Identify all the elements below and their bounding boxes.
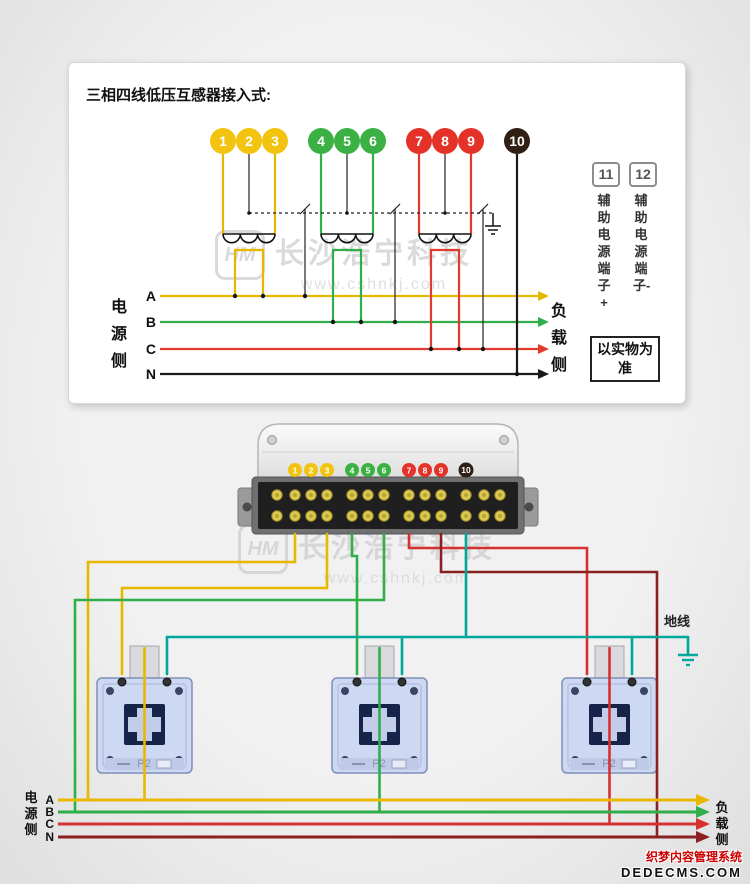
voltage-link-bus (248, 154, 492, 349)
svg-text:C: C (45, 817, 54, 831)
svg-text:3: 3 (325, 466, 330, 476)
terminal-6: 6 (360, 128, 386, 154)
source-side-label-bottom: 电源侧 (24, 790, 38, 837)
meter-device: 1 2 3 4 5 6 7 8 9 10 (237, 423, 539, 535)
watermark-top: HM 长沙浩宁科技 www.cshnkj.com (215, 230, 473, 294)
footer-watermark: 织梦内容管理系统 DEDECMS.COM (621, 848, 742, 880)
meter-tag-5: 5 (361, 463, 375, 477)
meter-tag-10: 10 (458, 462, 474, 478)
meter-tag-6: 6 (377, 463, 391, 477)
svg-text:1: 1 (293, 466, 298, 476)
phase-a-wires-bottom (86, 532, 329, 802)
ground-symbol-schematic (485, 213, 501, 235)
ground-label: 地线 (664, 614, 690, 629)
phase-arrows-schematic (538, 291, 549, 379)
source-side-label-top: 电源侧 (110, 299, 127, 370)
terminal-10: 10 (504, 128, 530, 154)
terminal-2: 2 (236, 128, 262, 154)
svg-text:A: A (45, 793, 54, 807)
neutral-wires-schematic (160, 154, 538, 376)
phase-c-wires-bottom (407, 532, 611, 826)
phase-b-wires-bottom (73, 532, 386, 814)
svg-text:9: 9 (439, 466, 444, 476)
phase-letters-schematic: A B C N (146, 288, 156, 382)
load-side-label-bottom: 负载侧 (715, 800, 729, 847)
svg-text:10: 10 (461, 465, 471, 475)
aux-terminal-11: 11 (592, 162, 620, 187)
meter-tag-1: 1 (288, 463, 302, 477)
ground-wires (165, 532, 690, 676)
aux-label-plus: 辅助电源端子+ (597, 193, 611, 310)
terminal-5: 5 (334, 128, 360, 154)
svg-text:A: A (146, 288, 156, 304)
meter-terminal-tags: 1 2 3 4 5 6 7 8 9 10 (288, 462, 474, 478)
svg-text:N: N (146, 366, 156, 382)
phase-c-wires-schematic (160, 154, 538, 351)
aux-terminal-12: 12 (629, 162, 657, 187)
schematic-terminals: 1 2 3 4 5 6 7 8 9 10 (210, 128, 530, 154)
svg-text:2: 2 (245, 133, 253, 149)
load-side-label-top: 负载侧 (550, 303, 567, 374)
brand-name: 长沙浩宁科技 (275, 238, 474, 270)
meter-tag-7: 7 (402, 463, 416, 477)
footer-cms-domain: DEDECMS.COM (621, 865, 742, 880)
bottom-phase-lines (58, 798, 696, 839)
phase-a-wires-schematic (160, 154, 538, 298)
meter-tag-8: 8 (418, 463, 432, 477)
terminal-7: 7 (406, 128, 432, 154)
terminal-1: 1 (210, 128, 236, 154)
svg-text:5: 5 (366, 466, 371, 476)
meter-tag-9: 9 (434, 463, 448, 477)
svg-text:C: C (146, 341, 156, 357)
bottom-phase-letters: A B C N (45, 793, 54, 844)
svg-text:5: 5 (343, 133, 351, 149)
watermark-text: 长沙浩宁科技 www.cshnkj.com (275, 230, 473, 294)
svg-text:6: 6 (382, 466, 387, 476)
svg-text:4: 4 (317, 133, 325, 149)
phase-b-wires-schematic (160, 154, 538, 324)
svg-text:6: 6 (369, 133, 377, 149)
brand-url: www.cshnkj.com (300, 276, 448, 293)
svg-text:10: 10 (509, 133, 525, 149)
terminal-3: 3 (262, 128, 288, 154)
actual-product-note: 以实物为准 (590, 336, 660, 382)
svg-text:9: 9 (467, 133, 475, 149)
svg-text:8: 8 (423, 466, 428, 476)
svg-text:7: 7 (415, 133, 423, 149)
ground-symbol-bottom (678, 653, 698, 667)
terminal-8: 8 (432, 128, 458, 154)
svg-text:7: 7 (407, 466, 412, 476)
svg-text:2: 2 (309, 466, 314, 476)
svg-text:N: N (45, 830, 54, 844)
svg-text:B: B (45, 805, 54, 819)
terminal-4: 4 (308, 128, 334, 154)
footer-cms-name: 织梦内容管理系统 (645, 850, 742, 864)
meter-tag-4: 4 (345, 463, 359, 477)
bottom-phase-arrows (696, 794, 710, 843)
svg-text:4: 4 (350, 466, 355, 476)
junction-dots (232, 211, 520, 377)
brand-url: www.cshnkj.com (323, 570, 471, 587)
meter-tag-2: 2 (304, 463, 318, 477)
svg-text:3: 3 (271, 133, 279, 149)
schematic-panel (68, 62, 686, 404)
aux-label-minus: 辅助电源端子- (633, 193, 651, 293)
terminal-9: 9 (458, 128, 484, 154)
meter-tag-3: 3 (320, 463, 334, 477)
schematic-title: 三相四线低压互感器接入式: (86, 87, 271, 104)
svg-text:8: 8 (441, 133, 449, 149)
ct-coil-symbols (222, 233, 472, 244)
svg-text:B: B (146, 314, 156, 330)
svg-text:1: 1 (219, 133, 227, 149)
neutral-wire-bottom (439, 532, 659, 839)
